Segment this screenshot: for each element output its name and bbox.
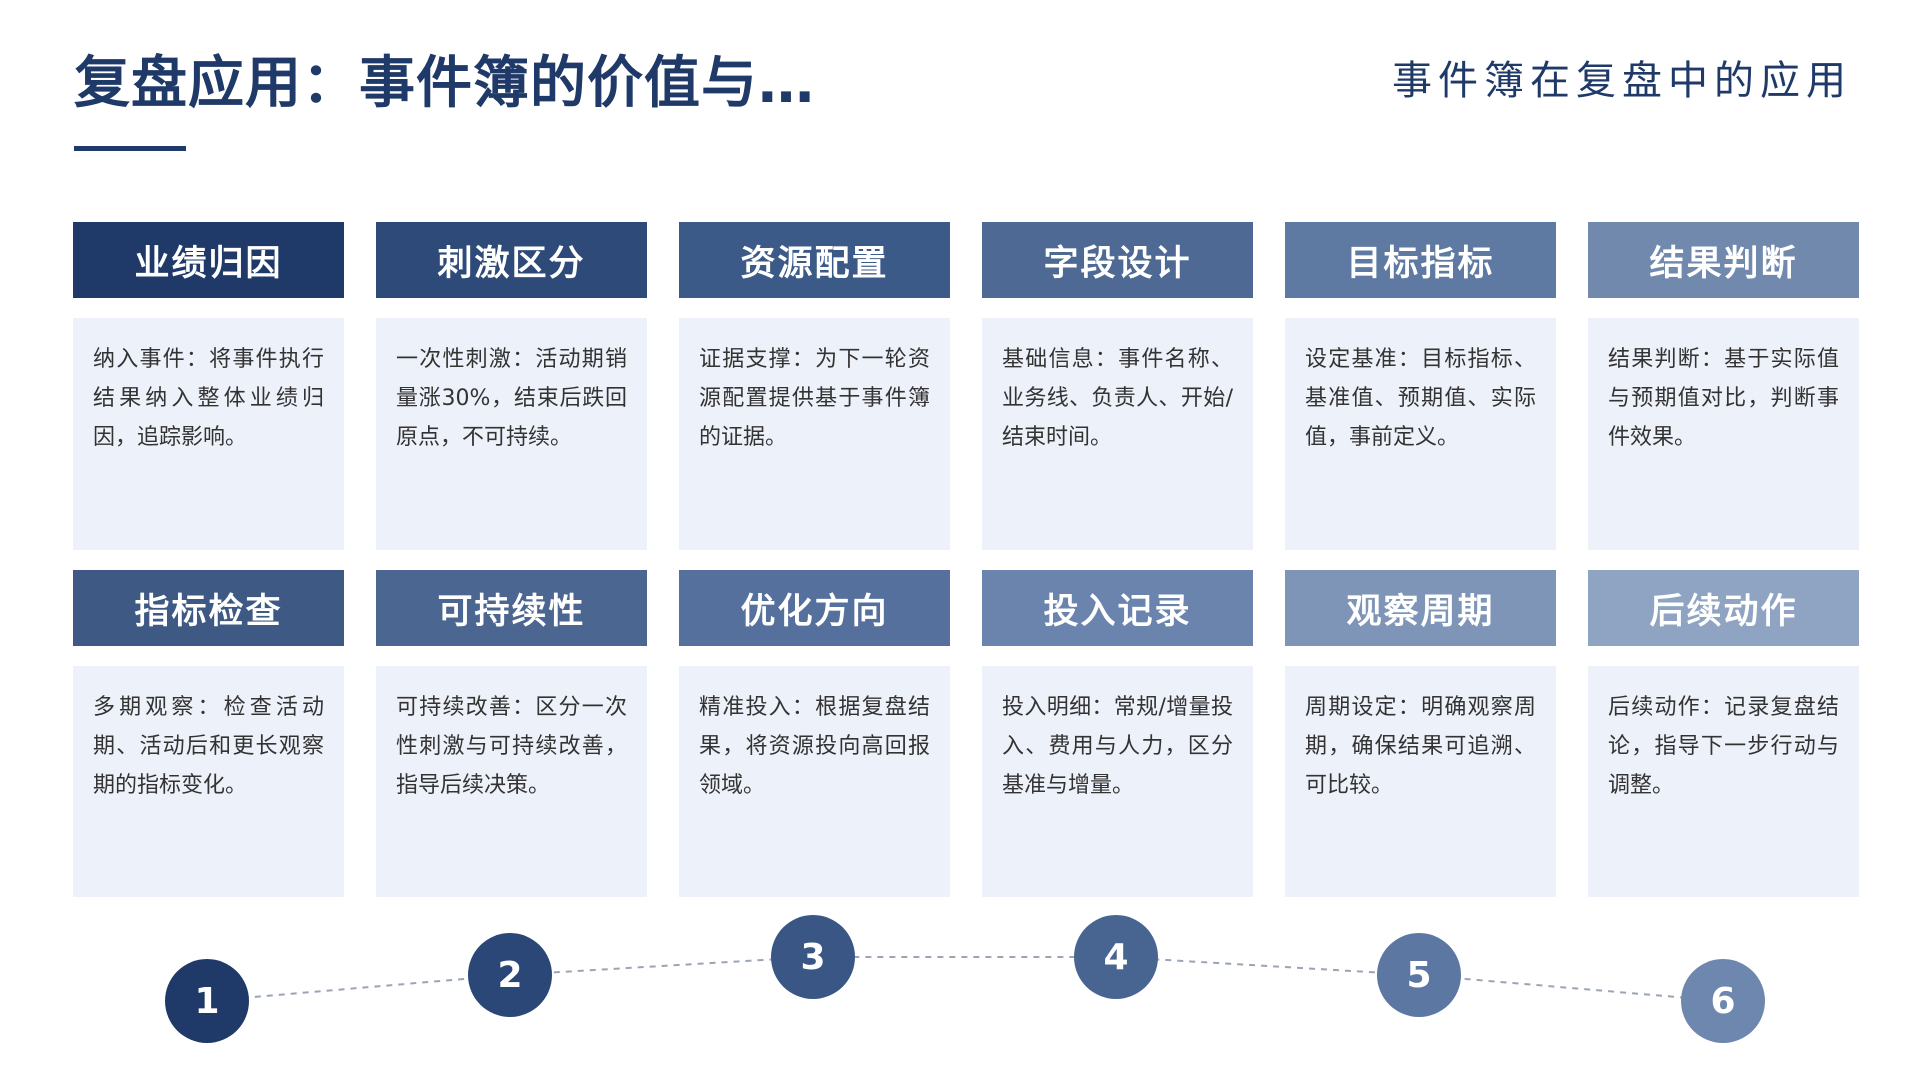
card-input-record: 投入记录 投入明细：常规/增量投入、费用与人力，区分基准与增量。: [982, 570, 1253, 897]
card-resource-allocation: 资源配置 证据支撑：为下一轮资源配置提供基于事件簿的证据。: [679, 222, 950, 550]
card-header: 优化方向: [679, 570, 950, 646]
title-underline: [74, 146, 186, 151]
card-body: 纳入事件：将事件执行结果纳入整体业绩归因，追踪影响。: [73, 318, 344, 550]
card-sustainability: 可持续性 可持续改善：区分一次性刺激与可持续改善，指导后续决策。: [376, 570, 647, 897]
step-node-3: 3: [771, 915, 855, 999]
card-body: 后续动作：记录复盘结论，指导下一步行动与调整。: [1588, 666, 1859, 897]
card-body: 证据支撑：为下一轮资源配置提供基于事件簿的证据。: [679, 318, 950, 550]
card-header: 投入记录: [982, 570, 1253, 646]
card-body: 基础信息：事件名称、业务线、负责人、开始/结束时间。: [982, 318, 1253, 550]
card-header: 观察周期: [1285, 570, 1556, 646]
card-follow-up-action: 后续动作 后续动作：记录复盘结论，指导下一步行动与调整。: [1588, 570, 1859, 897]
step-node-6: 6: [1681, 959, 1765, 1043]
card-body: 多期观察：检查活动期、活动后和更长观察期的指标变化。: [73, 666, 344, 897]
card-optimization-direction: 优化方向 精准投入：根据复盘结果，将资源投向高回报领域。: [679, 570, 950, 897]
step-node-5: 5: [1377, 933, 1461, 1017]
card-header: 字段设计: [982, 222, 1253, 298]
card-field-design: 字段设计 基础信息：事件名称、业务线、负责人、开始/结束时间。: [982, 222, 1253, 550]
card-metric-check: 指标检查 多期观察：检查活动期、活动后和更长观察期的指标变化。: [73, 570, 344, 897]
card-result-judgment: 结果判断 结果判断：基于实际值与预期值对比，判断事件效果。: [1588, 222, 1859, 550]
timeline-dashed-path: [206, 956, 1724, 1002]
step-node-1: 1: [165, 959, 249, 1043]
card-header: 指标检查: [73, 570, 344, 646]
card-observation-period: 观察周期 周期设定：明确观察周期，确保结果可追溯、可比较。: [1285, 570, 1556, 897]
page-subtitle: 事件簿在复盘中的应用: [1392, 58, 1852, 104]
card-body: 结果判断：基于实际值与预期值对比，判断事件效果。: [1588, 318, 1859, 550]
page-title: 复盘应用：事件簿的价值与…: [74, 51, 815, 116]
card-body: 投入明细：常规/增量投入、费用与人力，区分基准与增量。: [982, 666, 1253, 897]
card-header: 后续动作: [1588, 570, 1859, 646]
card-header: 刺激区分: [376, 222, 647, 298]
card-header: 目标指标: [1285, 222, 1556, 298]
card-body: 精准投入：根据复盘结果，将资源投向高回报领域。: [679, 666, 950, 897]
card-body: 设定基准：目标指标、基准值、预期值、实际值，事前定义。: [1285, 318, 1556, 550]
card-header: 业绩归因: [73, 222, 344, 298]
card-body: 可持续改善：区分一次性刺激与可持续改善，指导后续决策。: [376, 666, 647, 897]
step-node-4: 4: [1074, 915, 1158, 999]
card-header: 可持续性: [376, 570, 647, 646]
card-header: 结果判断: [1588, 222, 1859, 298]
card-performance-attribution: 业绩归因 纳入事件：将事件执行结果纳入整体业绩归因，追踪影响。: [73, 222, 344, 550]
card-body: 周期设定：明确观察周期，确保结果可追溯、可比较。: [1285, 666, 1556, 897]
step-node-2: 2: [468, 933, 552, 1017]
card-target-metrics: 目标指标 设定基准：目标指标、基准值、预期值、实际值，事前定义。: [1285, 222, 1556, 550]
card-header: 资源配置: [679, 222, 950, 298]
card-body: 一次性刺激：活动期销量涨30%，结束后跌回原点，不可持续。: [376, 318, 647, 550]
card-stimulus-distinction: 刺激区分 一次性刺激：活动期销量涨30%，结束后跌回原点，不可持续。: [376, 222, 647, 550]
